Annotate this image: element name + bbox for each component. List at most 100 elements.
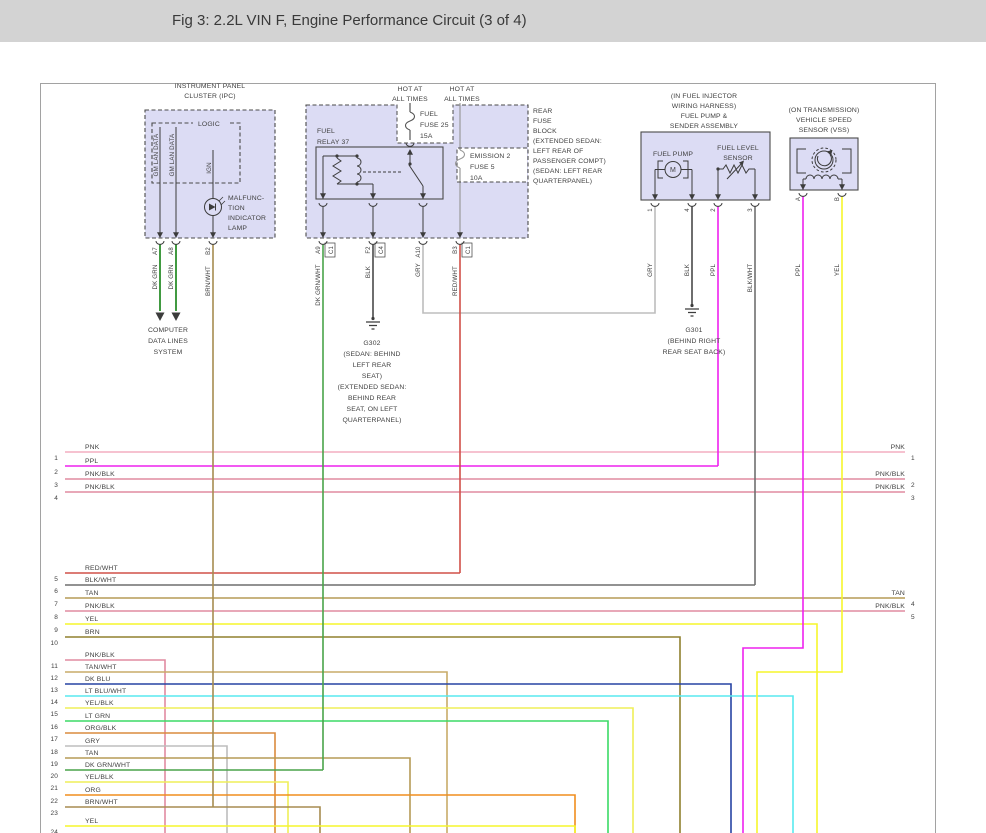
ipc-title-1: INSTRUMENT PANEL	[175, 83, 246, 90]
vss-title-1: (ON TRANSMISSION)	[789, 107, 860, 114]
pin-arc	[798, 192, 808, 197]
row-label-5: RED/WHT	[85, 565, 118, 572]
junction-dot	[408, 162, 412, 166]
row-line-13	[65, 683, 732, 833]
row-line-23	[65, 806, 321, 833]
vss-box	[789, 137, 859, 191]
row-number-10: 10	[50, 640, 58, 647]
fuel-relay-box	[315, 146, 444, 200]
row-label-20: DK GRN/WHT	[85, 762, 130, 769]
arrow	[407, 149, 413, 155]
mil-label-1: MALFUNC-	[228, 195, 264, 202]
row-right-number-3: 2	[911, 482, 915, 489]
row-label-4: PNK/BLK	[85, 484, 115, 491]
pin-c1-a: C1	[329, 246, 335, 254]
row-line-21	[65, 781, 289, 833]
pin-arc	[418, 240, 428, 245]
row-line-16	[65, 720, 609, 833]
row-number-24: 24	[50, 829, 58, 833]
row-number-23: 23	[50, 810, 58, 817]
row-number-7: 7	[54, 601, 58, 608]
wirecolor-gry-a10: GRY	[415, 263, 422, 277]
fuseblock-label-1: REAR	[533, 108, 552, 115]
pin-b3: B3	[453, 246, 459, 254]
row-line-18	[65, 745, 228, 833]
logic-box	[151, 122, 241, 184]
mil-lamp-glyph	[209, 203, 216, 211]
row-label-13: DK BLU	[85, 676, 110, 683]
pump-title-1: (IN FUEL INJECTOR	[671, 93, 737, 100]
row-line-10	[65, 636, 681, 833]
junction-dot	[355, 182, 359, 186]
row-number-5: 5	[54, 576, 58, 583]
wirecolor-red-wht: RED/WHT	[452, 266, 459, 296]
pin-b2: B2	[206, 247, 212, 255]
g302-label-2: (SEDAN: BEHIND	[343, 351, 400, 358]
pump-title-4: SENDER ASSEMBLY	[670, 123, 739, 130]
row-number-21: 21	[50, 785, 58, 792]
arrow	[370, 232, 376, 238]
wire-ppl-vss-a	[742, 196, 804, 833]
fuel-level-label-2: SENSOR	[723, 155, 753, 162]
pin-c1-b: C1	[466, 246, 472, 254]
wirecolor-yel-vss: YEL	[834, 264, 841, 277]
g302-label-7: SEAT, ON LEFT	[347, 406, 398, 413]
row-right-number-7: 4	[911, 601, 915, 608]
row-line-24	[65, 825, 576, 833]
row-label-17: ORG/BLK	[85, 725, 117, 732]
arrow	[457, 232, 463, 238]
fuse-symbol	[454, 149, 466, 169]
computer-data-1: COMPUTER	[148, 327, 188, 334]
wirecolor-ppl-vss: PPL	[795, 264, 802, 277]
sensor-wiper-arrow	[739, 160, 744, 166]
emission-label-3: 10A	[470, 175, 483, 182]
fuse25-notch-border	[396, 104, 454, 144]
wirecolor-ppl-pump: PPL	[710, 264, 717, 277]
pin-vss-b: B	[835, 197, 841, 201]
mil-lamp-circle	[204, 198, 222, 216]
row-label-2: PPL	[85, 458, 98, 465]
pin-id-box	[461, 242, 473, 258]
row-label-10: BRN	[85, 629, 100, 636]
fuel-level-sensor	[717, 161, 756, 199]
row-label-12: TAN/WHT	[85, 664, 117, 671]
pin-a7: A7	[153, 247, 159, 255]
ign-label: IGN	[206, 162, 213, 173]
g302-label-6: BEHIND REAR	[348, 395, 396, 402]
pin-arc	[687, 202, 697, 207]
row-line-11	[65, 659, 166, 833]
row-line-19	[65, 757, 411, 833]
pin-pump-2: 2	[711, 208, 717, 212]
row-right-label-1: PNK	[891, 444, 906, 451]
pin-vss-a: A	[796, 197, 802, 201]
row-number-16: 16	[50, 724, 58, 731]
pin-pump-3: 3	[748, 208, 754, 212]
fuel-pump-label: FUEL PUMP	[653, 151, 693, 158]
emission-label-1: EMISSION 2	[470, 153, 510, 160]
row-line-14	[65, 695, 794, 833]
junction-dot	[716, 167, 720, 171]
fuel-level-label-1: FUEL LEVEL	[717, 145, 759, 152]
row-right-label-8: PNK/BLK	[875, 603, 905, 610]
vss-title-2: VEHICLE SPEED	[796, 117, 852, 124]
row-number-13: 13	[50, 687, 58, 694]
vss-brackets	[796, 148, 852, 190]
row-label-19: TAN	[85, 750, 99, 757]
mil-label-2: TION	[228, 205, 245, 212]
hot-1a: HOT AT	[398, 86, 423, 93]
row-number-19: 19	[50, 761, 58, 768]
wirecolor-brn-wht: BRN/WHT	[205, 266, 212, 296]
relay-coil	[356, 157, 362, 183]
row-right-label-4: PNK/BLK	[875, 484, 905, 491]
mil-lamp-rays	[218, 196, 226, 206]
fuseblock-label-8: QUARTERPANEL)	[533, 178, 592, 185]
relay-label-2: RELAY 37	[317, 139, 349, 146]
row-label-21: YEL/BLK	[85, 774, 114, 781]
junction-dot	[355, 154, 359, 158]
emission-label-2: FUSE 5	[470, 164, 495, 171]
arrow	[652, 194, 658, 200]
mil-label-4: LAMP	[228, 225, 247, 232]
wirecolor-blk-wht-pump: BLK/WHT	[747, 264, 754, 293]
wirecolor-blk-f2: BLK	[365, 265, 372, 278]
